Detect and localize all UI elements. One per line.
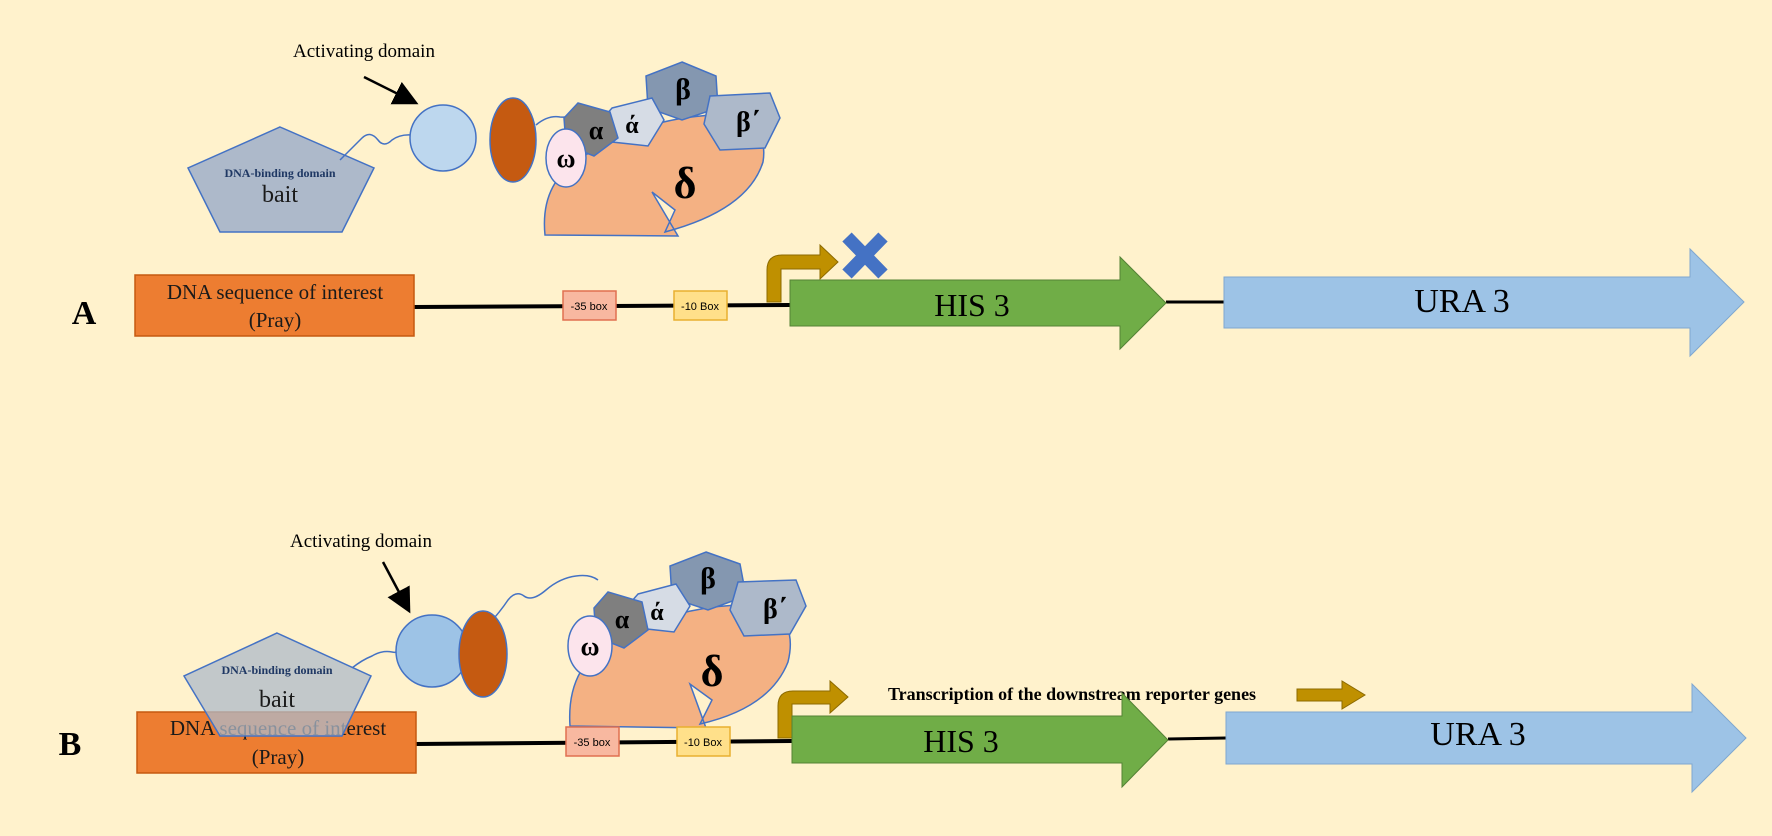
beta-label: β (700, 562, 716, 595)
box-10-label: -10 Box (681, 301, 719, 313)
transcription-arrow (1296, 680, 1366, 710)
linker-bait-ad (339, 133, 413, 161)
promoter-arrow (766, 243, 839, 303)
transcription-label: Transcription of the downstream reporter… (888, 684, 1256, 704)
dna-sequence-box (134, 274, 415, 337)
ura3-label: URA 3 (1414, 283, 1509, 320)
bait-label: bait (259, 687, 295, 713)
beta-prime-subunit (703, 92, 781, 151)
alpha-label: α (589, 116, 604, 145)
dna-binding-domain-label: DNA-binding domain (221, 663, 332, 677)
his3-gene-arrow (789, 255, 1167, 351)
linker-prey-polymerase (487, 574, 599, 626)
beta-subunit (669, 551, 747, 611)
beta-subunit (645, 61, 719, 121)
activating-domain-label: Activating domain (290, 531, 432, 552)
beta-label: β (675, 73, 691, 106)
prey-oval (458, 610, 508, 698)
alpha-prime-label: ά (625, 113, 639, 139)
panel-a: A DNA sequence of interest (Pray) -35 bo… (72, 41, 1745, 358)
omega-subunit (567, 615, 613, 677)
pray-label: (Pray) (249, 308, 301, 332)
his3-label: HIS 3 (923, 723, 999, 759)
promoter-arrow (777, 679, 849, 739)
omega-label: ω (580, 632, 599, 661)
linker-line (1167, 736, 1227, 741)
bait-pentagon (186, 126, 376, 233)
delta-label: δ (701, 647, 724, 696)
activating-domain-label: Activating domain (293, 41, 435, 62)
activating-domain-pointer (381, 561, 411, 614)
ura3-gene-arrow (1223, 247, 1745, 358)
activating-domain-pointer (363, 75, 419, 105)
pray-label: (Pray) (252, 745, 304, 769)
blocked-cross-icon (842, 232, 888, 279)
his3-label: HIS 3 (934, 287, 1010, 323)
panel-b: B Activating domain δ β β΄ ά α ω (59, 531, 1747, 794)
dna-sequence-label: DNA sequence of interest (167, 280, 384, 304)
his3-gene-arrow (791, 691, 1169, 789)
panel-a-label: A (72, 295, 97, 332)
box-35 (562, 290, 617, 321)
panel-b-label: B (59, 726, 82, 763)
box-10 (676, 726, 731, 757)
ura3-gene-arrow (1225, 682, 1747, 794)
bait-pentagon (182, 632, 373, 737)
box-10 (673, 290, 728, 321)
beta-prime-label: β΄ (736, 107, 760, 138)
delta-label: δ (674, 159, 697, 208)
box-10-label: -10 Box (684, 737, 722, 749)
alpha-label: α (615, 605, 630, 634)
omega-subunit (545, 128, 587, 188)
beta-prime-label: β΄ (763, 594, 787, 625)
prey-oval (489, 97, 537, 183)
activating-domain-circle (395, 614, 469, 688)
activating-domain-circle (409, 104, 477, 172)
beta-prime-subunit (729, 579, 807, 637)
alpha-prime-label: ά (650, 600, 664, 626)
box-35-label: -35 box (574, 737, 611, 749)
ura3-label: URA 3 (1430, 716, 1525, 753)
dna-binding-domain-label: DNA-binding domain (224, 166, 335, 180)
box-35-label: -35 box (571, 301, 608, 313)
bait-label: bait (262, 182, 298, 208)
box-35 (565, 726, 620, 757)
omega-label: ω (556, 144, 575, 173)
